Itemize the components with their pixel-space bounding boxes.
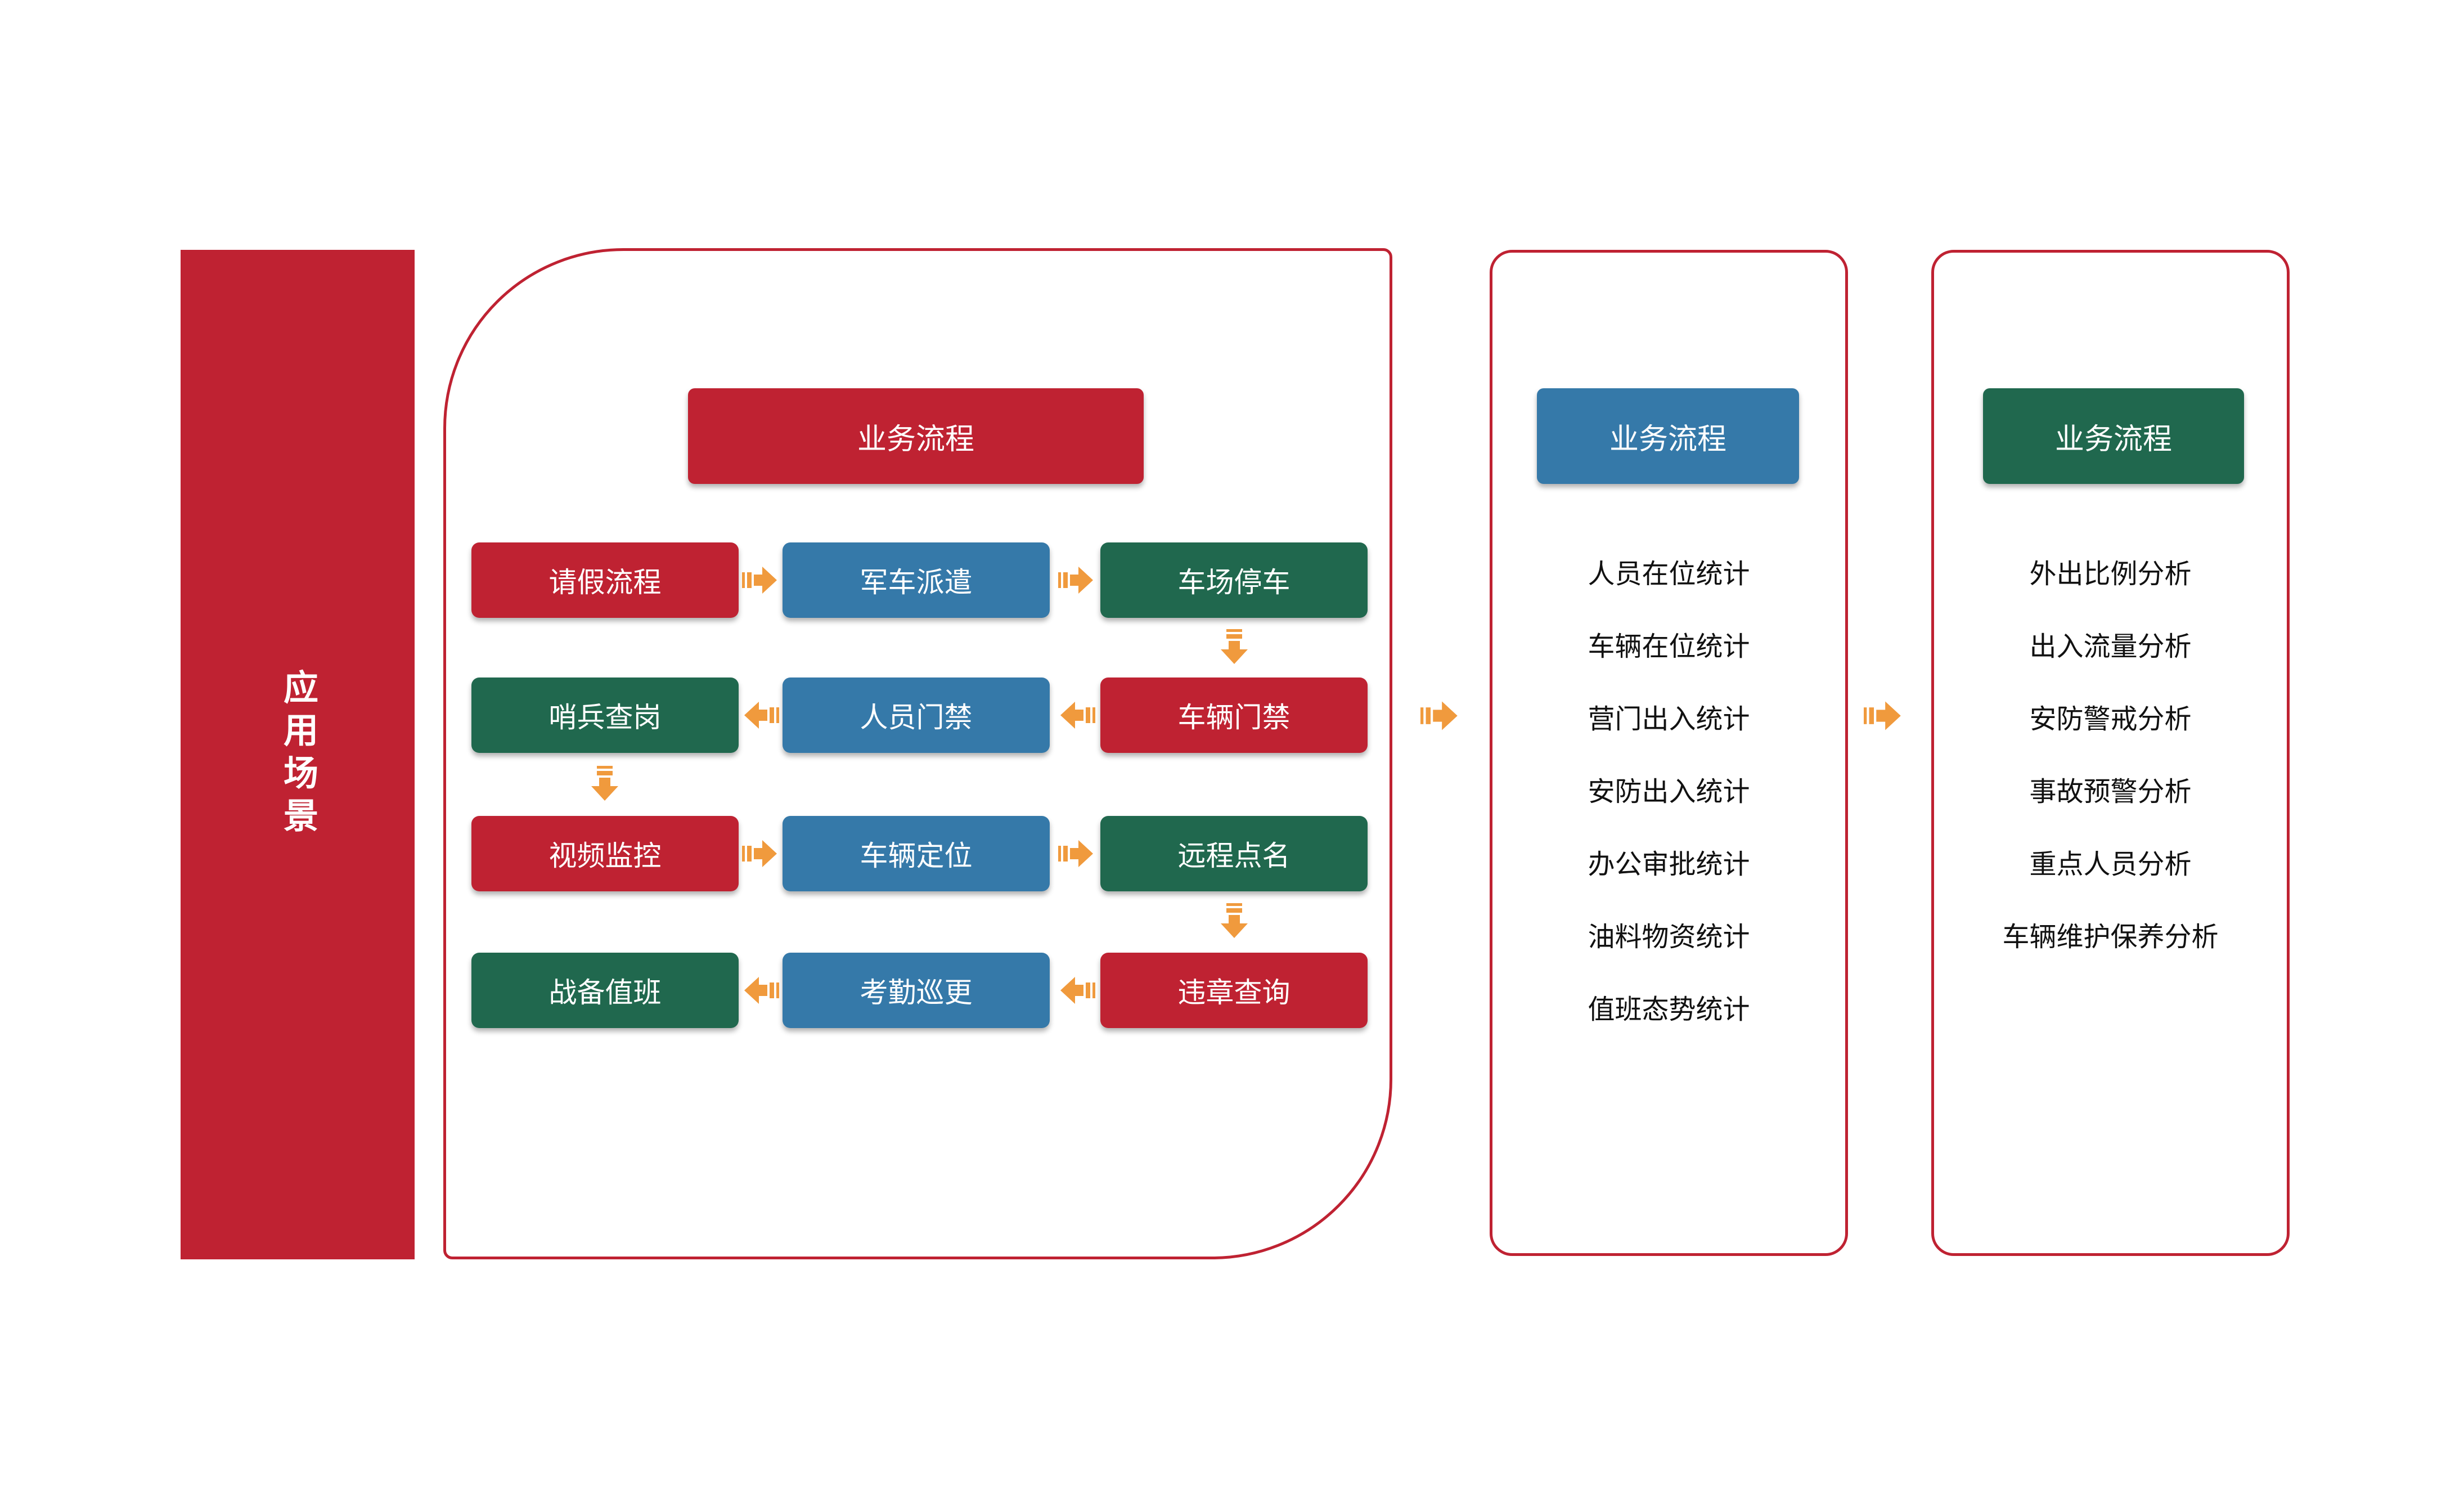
analysis-list: 外出比例分析 出入流量分析 安防警戒分析 事故预警分析 重点人员分析 车辆维护保… (1934, 535, 2287, 970)
flow-box-leave-process: 请假流程 (471, 542, 739, 618)
flow-box-violation-query: 违章查询 (1100, 953, 1368, 1028)
flow-box-vehicle-location: 车辆定位 (783, 816, 1050, 891)
list-item: 人员在位统计 (1588, 558, 1750, 590)
flow-panel-header: 业务流程 (688, 388, 1144, 484)
flow-box-label: 请假流程 (548, 566, 662, 599)
flow-box-video-monitor: 视频监控 (471, 816, 739, 891)
statistics-panel-header-label: 业务流程 (1609, 422, 1726, 456)
arrow-left-icon (742, 975, 779, 1006)
flow-box-vehicle-access: 车辆门禁 (1100, 678, 1368, 753)
list-item: 油料物资统计 (1588, 921, 1750, 953)
flow-box-label: 远程点名 (1177, 840, 1291, 872)
flow-box-attendance-patrol: 考勤巡更 (783, 953, 1050, 1028)
statistics-panel-header: 业务流程 (1537, 388, 1799, 484)
flow-box-personnel-access: 人员门禁 (783, 678, 1050, 753)
arrow-down-icon (1218, 629, 1250, 666)
flow-box-remote-rollcall: 远程点名 (1100, 816, 1368, 891)
application-scenarios-bar: 应用场景 (181, 250, 415, 1259)
flow-box-label: 考勤巡更 (860, 976, 973, 1009)
list-item: 重点人员分析 (2029, 848, 2192, 880)
arrow-down-icon (1218, 903, 1250, 940)
arrow-left-icon (1058, 975, 1095, 1006)
list-item: 值班态势统计 (1588, 993, 1750, 1025)
flow-box-label: 车辆定位 (860, 840, 973, 872)
list-item: 安防出入统计 (1588, 775, 1750, 807)
flow-box-label: 军车派遣 (860, 566, 973, 599)
flow-box-combat-duty: 战备值班 (471, 953, 739, 1028)
arrow-right-icon (1420, 699, 1460, 733)
arrow-right-icon (1058, 838, 1095, 869)
list-item: 车辆在位统计 (1588, 630, 1750, 662)
analysis-panel-header-label: 业务流程 (2054, 422, 2172, 456)
flow-box-label: 战备值班 (548, 976, 662, 1009)
flow-box-label: 车场停车 (1177, 566, 1291, 599)
flow-box-label: 人员门禁 (860, 701, 973, 734)
arrow-right-icon (1864, 699, 1903, 733)
analysis-panel (1931, 250, 2290, 1256)
statistics-panel (1490, 250, 1848, 1256)
flow-box-label: 视频监控 (548, 840, 662, 872)
list-item: 安防警戒分析 (2029, 703, 2192, 735)
arrow-left-icon (1058, 699, 1095, 731)
flow-box-label: 哨兵查岗 (548, 701, 662, 734)
flow-box-label: 违章查询 (1177, 976, 1291, 1009)
arrow-left-icon (742, 699, 779, 731)
flow-box-sentry-check: 哨兵查岗 (471, 678, 739, 753)
flow-box-label: 车辆门禁 (1177, 701, 1291, 734)
list-item: 车辆维护保养分析 (2002, 921, 2219, 953)
arrow-right-icon (1058, 564, 1095, 596)
list-item: 外出比例分析 (2029, 558, 2192, 590)
business-flow-container (443, 248, 1392, 1259)
flow-box-parking: 车场停车 (1100, 542, 1368, 618)
analysis-panel-header: 业务流程 (1983, 388, 2244, 484)
list-item: 出入流量分析 (2029, 630, 2192, 662)
list-item: 事故预警分析 (2029, 775, 2192, 807)
list-item: 营门出入统计 (1588, 703, 1750, 735)
statistics-list: 人员在位统计 车辆在位统计 营门出入统计 安防出入统计 办公审批统计 油料物资统… (1492, 535, 1845, 1043)
arrow-right-icon (742, 838, 779, 869)
arrow-right-icon (742, 564, 779, 596)
arrow-down-icon (589, 766, 621, 803)
list-item: 办公审批统计 (1588, 848, 1750, 880)
application-scenarios-title: 应用场景 (277, 669, 318, 840)
flow-box-military-dispatch: 军车派遣 (783, 542, 1050, 618)
flow-panel-header-label: 业务流程 (857, 422, 974, 456)
